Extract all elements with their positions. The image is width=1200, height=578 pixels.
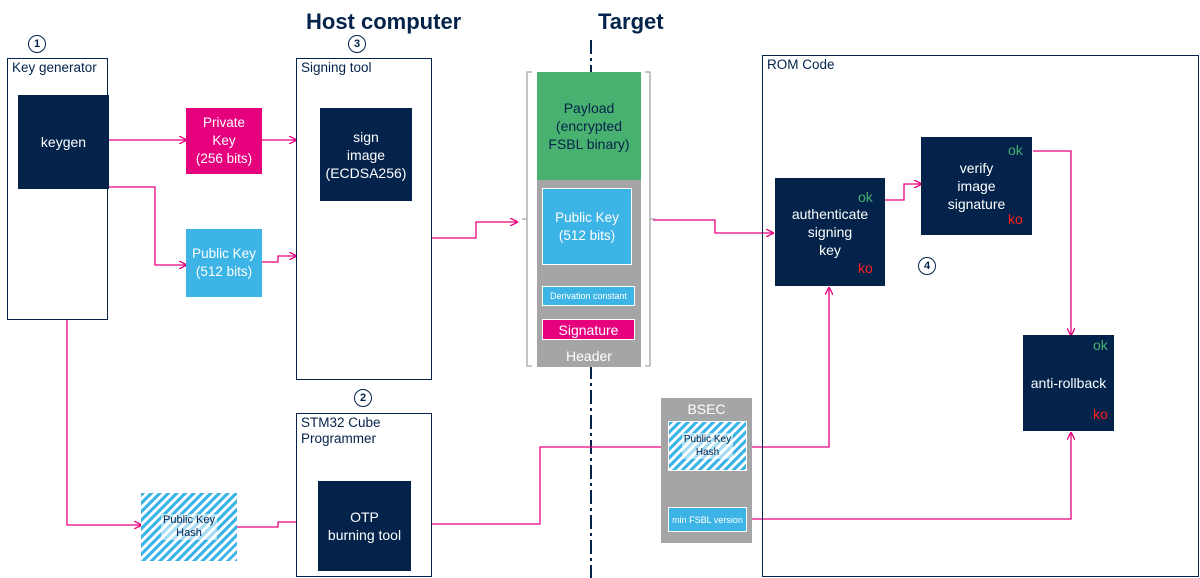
arrow-version-to-anti-rollback <box>747 433 1071 520</box>
bsec-hash-label: Public Key Hash <box>681 433 734 459</box>
sign-image-box: sign image (ECDSA256) <box>320 108 412 201</box>
authenticate-box: authenticate signing key <box>775 178 885 286</box>
derivation-constant-box: Derivation constant <box>542 286 635 306</box>
arrow-image-to-authenticate <box>653 219 773 233</box>
step-3-badge: 3 <box>348 35 366 53</box>
signing-tool-frame: Signing tool <box>296 58 432 380</box>
keygen-box: keygen <box>18 95 109 189</box>
arrow-public-key-to-signing-tool <box>262 256 296 263</box>
signing-tool-label: Signing tool <box>301 60 372 75</box>
payload-box: Payload (encrypted FSBL binary) <box>537 72 641 180</box>
public-key-hash-label: Public Key Hash <box>161 514 217 540</box>
arrow-authenticate-to-verify <box>885 184 921 201</box>
image-public-key-box: Public Key (512 bits) <box>542 188 632 265</box>
min-fsbl-version-box: min FSBL version <box>668 507 747 532</box>
private-key-box: Private Key (256 bits) <box>186 108 262 174</box>
bsec-title: BSEC <box>687 401 726 417</box>
header-label: Header <box>566 348 612 364</box>
public-key-hash-box: Public Key Hash <box>141 493 237 561</box>
verify-ko-label: ko <box>1008 211 1023 227</box>
anti-rollback-ko-label: ko <box>1093 406 1108 422</box>
rom-code-frame: ROM Code <box>762 55 1199 577</box>
public-key-box: Public Key (512 bits) <box>186 229 262 297</box>
authenticate-ok-label: ok <box>858 189 873 205</box>
step-2-badge: 2 <box>354 389 372 407</box>
image-bracket-right <box>645 71 655 367</box>
otp-burning-tool-box: OTP burning tool <box>318 481 411 571</box>
target-heading: Target <box>598 9 664 34</box>
arrow-verify-to-anti-rollback <box>1033 150 1071 335</box>
bsec-hash-box: Public Key Hash <box>668 421 747 471</box>
rom-code-label: ROM Code <box>767 57 835 72</box>
image-bracket-left <box>522 71 532 367</box>
key-generator-label: Key generator <box>12 60 97 75</box>
authenticate-ko-label: ko <box>858 260 873 276</box>
arrow-otp-to-bsec <box>411 447 668 525</box>
step-4-badge: 4 <box>918 257 936 275</box>
anti-rollback-ok-label: ok <box>1093 337 1108 353</box>
arrow-signing-tool-to-image <box>430 222 517 239</box>
cube-programmer-label: STM32 Cube Programmer <box>301 415 381 446</box>
anti-rollback-box: anti-rollback <box>1023 335 1114 431</box>
step-1-badge: 1 <box>28 35 46 53</box>
host-computer-heading: Host computer <box>306 9 462 34</box>
arrow-bsec-to-authenticate <box>747 288 829 448</box>
verify-signature-box: verify image signature <box>921 137 1032 235</box>
verify-ok-label: ok <box>1008 142 1023 158</box>
signature-box: Signature <box>542 319 635 340</box>
arrow-keygen-to-public-key <box>108 186 186 265</box>
arrow-keygen-to-hash <box>66 320 141 525</box>
